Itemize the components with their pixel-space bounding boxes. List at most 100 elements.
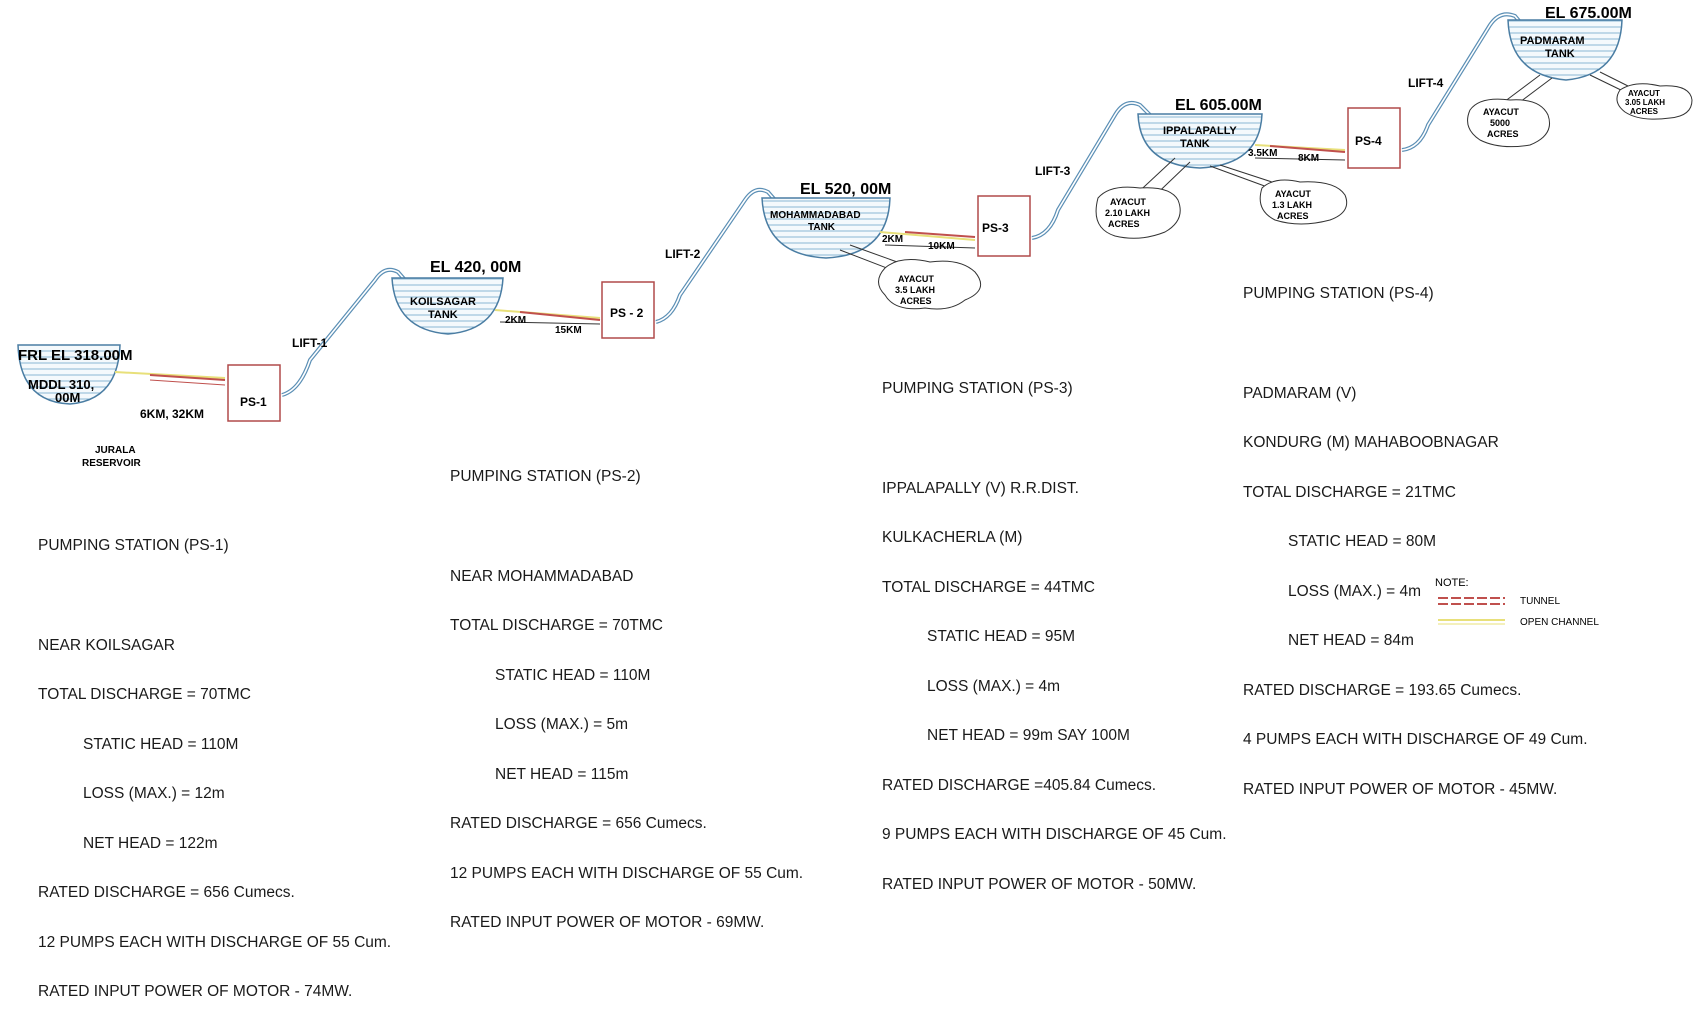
legend-lines bbox=[1438, 597, 1505, 625]
ps2-info-line: NEAR MOHAMMADABAD bbox=[450, 567, 634, 585]
lift3-pipe bbox=[1031, 102, 1151, 239]
ps4-info-line: 4 PUMPS EACH WITH DISCHARGE OF 49 Cum. bbox=[1243, 731, 1588, 748]
ps2-info-block: PUMPING STATION (PS-2) NEAR MOHAMMADABAD… bbox=[450, 436, 803, 948]
lift4-pipe bbox=[1401, 13, 1521, 151]
ps1-info-line: LOSS (MAX.) = 12m bbox=[83, 785, 225, 802]
lift2-label: LIFT-2 bbox=[665, 247, 701, 261]
ps2-info-line: LOSS (MAX.) = 5m bbox=[495, 716, 629, 733]
ps1-info-line: RATED INPUT POWER OF MOTOR - 74MW. bbox=[38, 983, 353, 1000]
ps1-info-line: NEAR KOILSAGAR bbox=[38, 636, 175, 654]
ps1-info-line: TOTAL DISCHARGE = 70TMC bbox=[38, 686, 251, 703]
ayacut-3-l2: 1.3 LAKH bbox=[1272, 200, 1312, 210]
ps4-info-line: PADMARAM (V) bbox=[1243, 384, 1357, 402]
ps3-info-title: PUMPING STATION (PS-3) bbox=[882, 380, 1073, 397]
koilsagar-el-label: EL 420, 00M bbox=[430, 259, 521, 276]
ps3-info-line: RATED INPUT POWER OF MOTOR - 50MW. bbox=[882, 875, 1197, 893]
reservoir-name-2: RESERVOIR bbox=[82, 458, 141, 469]
ippalapally-name: IPPALAPALLY bbox=[1163, 125, 1237, 137]
ps2-info-line: STATIC HEAD = 110M bbox=[495, 666, 651, 684]
ps3-info-line: NET HEAD = 99m SAY 100M bbox=[927, 727, 1130, 744]
ps4-label: PS-4 bbox=[1355, 134, 1382, 148]
reservoir-mddl-label-2: 00M bbox=[55, 390, 80, 405]
mohammadabad-el-label: EL 520, 00M bbox=[800, 181, 891, 198]
legend-note-title: NOTE: bbox=[1435, 577, 1469, 589]
ps3-label: PS-3 bbox=[982, 221, 1009, 235]
channel-ippalapally-ps4 bbox=[1254, 144, 1346, 161]
ayacut-2-l2: 2.10 LAKH bbox=[1105, 208, 1150, 218]
ps1-info-line: 12 PUMPS EACH WITH DISCHARGE OF 55 Cum. bbox=[38, 933, 392, 951]
ayacut-5-l2: 3.05 LAKH bbox=[1625, 98, 1665, 107]
channel-koilsagar-ps2 bbox=[494, 309, 601, 325]
jurala-reservoir bbox=[17, 344, 121, 405]
ayacut-4-l1: AYACUT bbox=[1483, 107, 1519, 117]
ayacut-4-l2: 5000 bbox=[1490, 118, 1510, 128]
ayacut-2-l1: AYACUT bbox=[1110, 197, 1146, 207]
lift1-pipe bbox=[281, 267, 407, 397]
ps2-info-line: RATED DISCHARGE = 656 Cumecs. bbox=[450, 815, 707, 832]
ayacut-1-l3: ACRES bbox=[900, 296, 932, 306]
padmaram-tank bbox=[1507, 19, 1623, 81]
reservoir-mddl-label: MDDL 310, bbox=[28, 377, 94, 392]
koilsagar-dist-2: 15KM bbox=[555, 325, 582, 336]
legend-channel-label: OPEN CHANNEL bbox=[1520, 617, 1599, 628]
ayacut-blob-1 bbox=[839, 244, 982, 310]
ps4-info-line: TOTAL DISCHARGE = 21TMC bbox=[1243, 483, 1456, 501]
channel-reservoir-ps1 bbox=[114, 371, 226, 386]
ps3-info-line: TOTAL DISCHARGE = 44TMC bbox=[882, 578, 1095, 596]
ps2-label: PS - 2 bbox=[610, 306, 644, 320]
ps4-info-line: KONDURG (M) MAHABOOBNAGAR bbox=[1243, 434, 1499, 451]
ps3-box bbox=[977, 195, 1031, 257]
ayacut-blob-3 bbox=[1209, 164, 1348, 225]
ps4-info-line: NET HEAD = 84m bbox=[1288, 632, 1414, 649]
ps1-info-line: RATED DISCHARGE = 656 Cumecs. bbox=[38, 884, 295, 901]
ippalapally-name-2: TANK bbox=[1180, 138, 1210, 150]
padmaram-el-label: EL 675.00M bbox=[1545, 5, 1632, 22]
ps2-info-line: NET HEAD = 115m bbox=[495, 765, 629, 783]
ippalapally-el-label: EL 605.00M bbox=[1175, 97, 1262, 114]
ps2-box bbox=[601, 281, 655, 339]
ippalapally-dist-2: 8KM bbox=[1298, 153, 1319, 164]
ps3-info-line: 9 PUMPS EACH WITH DISCHARGE OF 45 Cum. bbox=[882, 826, 1227, 843]
ps3-info-line: IPPALAPALLY (V) R.R.DIST. bbox=[882, 479, 1079, 497]
ps1-info-line: STATIC HEAD = 110M bbox=[83, 735, 239, 753]
ayacut-1-l1: AYACUT bbox=[898, 274, 934, 284]
lift2-pipe bbox=[655, 189, 776, 323]
lift-scheme-diagram: FRL EL 318.00M MDDL 310, 00M JURALA RESE… bbox=[17, 5, 1693, 628]
ps1-info-line: NET HEAD = 122m bbox=[83, 834, 218, 852]
ps3-info-line: KULKACHERLA (M) bbox=[882, 529, 1023, 546]
lift4-label: LIFT-4 bbox=[1408, 76, 1444, 90]
ps1-info-block: PUMPING STATION (PS-1) NEAR KOILSAGAR TO… bbox=[38, 505, 391, 1017]
ayacut-2-l3: ACRES bbox=[1108, 219, 1140, 229]
ayacut-blob-5 bbox=[1589, 71, 1693, 120]
mohammadabad-tank bbox=[761, 197, 891, 259]
koilsagar-name: KOILSAGAR bbox=[410, 296, 476, 308]
padmaram-name-2: TANK bbox=[1545, 48, 1575, 60]
koilsagar-dist-1: 2KM bbox=[505, 315, 526, 326]
reservoir-distance: 6KM, 32KM bbox=[140, 407, 204, 421]
ps4-info-line: STATIC HEAD = 80M bbox=[1288, 533, 1436, 550]
ps1-box bbox=[227, 364, 281, 422]
reservoir-frl-label: FRL EL 318.00M bbox=[18, 347, 133, 364]
lift3-label: LIFT-3 bbox=[1035, 164, 1071, 178]
ps4-box bbox=[1347, 107, 1401, 169]
ayacut-1-l2: 3.5 LAKH bbox=[895, 285, 935, 295]
ayacut-4-l3: ACRES bbox=[1487, 129, 1519, 139]
reservoir-name: JURALA bbox=[95, 445, 136, 456]
ps3-info-line: LOSS (MAX.) = 4m bbox=[927, 677, 1061, 695]
ayacut-blob-2 bbox=[1095, 157, 1191, 239]
ps4-info-line: RATED DISCHARGE = 193.65 Cumecs. bbox=[1243, 681, 1522, 699]
mohammadabad-dist-1: 2KM bbox=[882, 234, 903, 245]
legend-tunnel-label: TUNNEL bbox=[1520, 596, 1560, 607]
ippalapally-dist-1: 3.5KM bbox=[1248, 148, 1277, 159]
ps3-info-line: RATED DISCHARGE =405.84 Cumecs. bbox=[882, 776, 1157, 794]
padmaram-name: PADMARAM bbox=[1520, 35, 1585, 47]
ps3-info-block: PUMPING STATION (PS-3) IPPALAPALLY (V) R… bbox=[882, 348, 1227, 910]
mohammadabad-name: MOHAMMADABAD bbox=[770, 210, 861, 221]
channel-mohammadabad-ps3 bbox=[879, 231, 976, 249]
ayacut-5-l3: ACRES bbox=[1630, 107, 1659, 116]
ps1-info-title: PUMPING STATION (PS-1) bbox=[38, 537, 229, 554]
ps2-info-line: RATED INPUT POWER OF MOTOR - 69MW. bbox=[450, 914, 765, 931]
ayacut-3-l3: ACRES bbox=[1277, 211, 1309, 221]
lift1-label: LIFT-1 bbox=[292, 336, 328, 350]
ps1-label: PS-1 bbox=[240, 395, 267, 409]
